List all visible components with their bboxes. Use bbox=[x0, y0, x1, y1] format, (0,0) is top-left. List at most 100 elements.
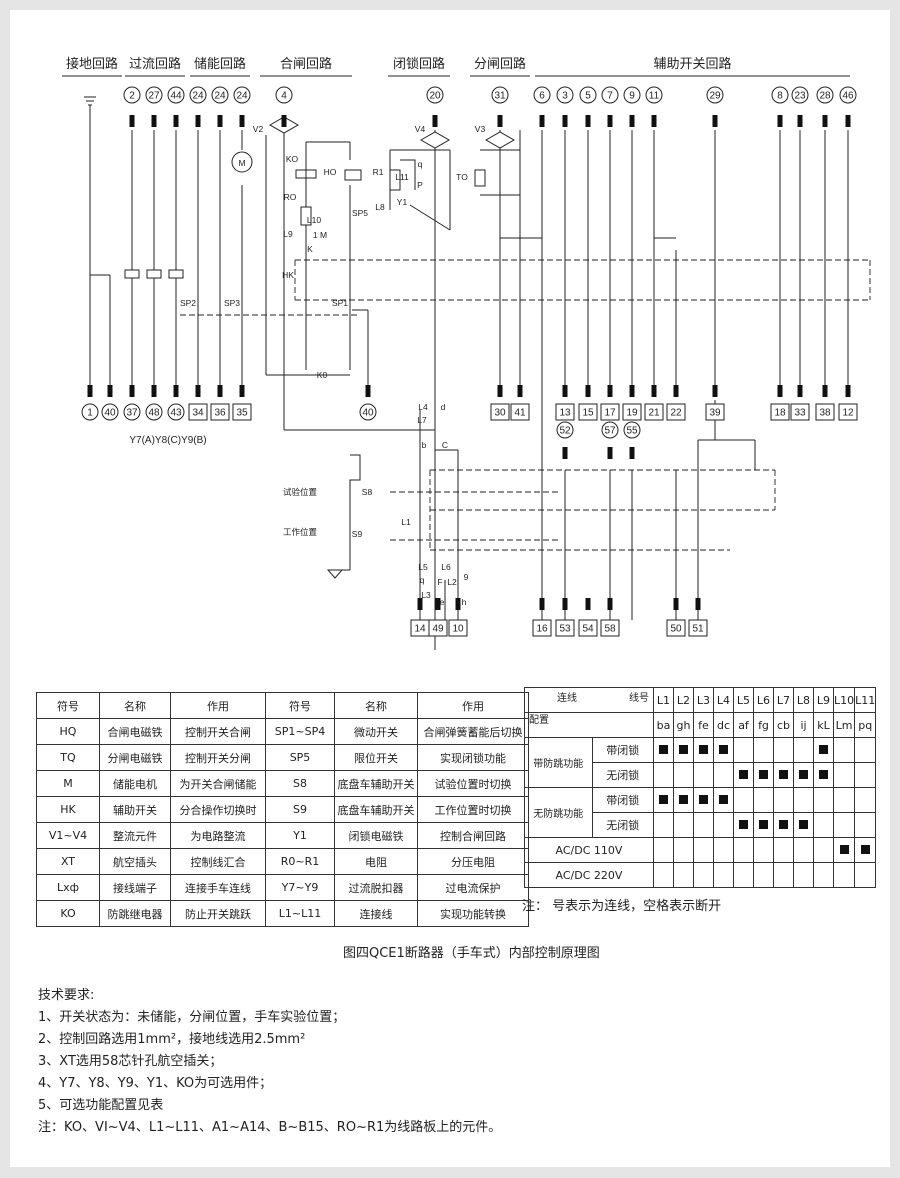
table-corner bbox=[524, 712, 654, 738]
terminal-number: 8 bbox=[777, 91, 783, 102]
plug-pin bbox=[673, 385, 679, 397]
plug-pin bbox=[712, 115, 718, 127]
terminal-number: 7 bbox=[607, 91, 613, 102]
group-label: 带防跳功能 bbox=[524, 737, 593, 788]
terminal-number: 57 bbox=[604, 426, 616, 437]
terminal-number: 24 bbox=[214, 91, 226, 102]
table-cell: 航空插头 bbox=[99, 848, 171, 875]
connection-mark bbox=[739, 819, 748, 829]
terminal-circle bbox=[791, 86, 809, 104]
mark-cell bbox=[673, 812, 694, 838]
mark-cell bbox=[713, 762, 734, 788]
mark-cell bbox=[693, 762, 714, 788]
connection-mark bbox=[719, 744, 728, 754]
plug-pin bbox=[562, 598, 568, 610]
mark-cell bbox=[673, 837, 694, 863]
line-code: cb bbox=[773, 712, 794, 738]
terminal-number: 21 bbox=[648, 408, 660, 419]
plug-pin bbox=[607, 598, 613, 610]
diagram-label: F bbox=[437, 577, 442, 587]
mark-cell bbox=[693, 837, 714, 863]
mark-cell bbox=[753, 837, 774, 863]
diagram-label: SP5 bbox=[352, 208, 368, 218]
terminal-circle bbox=[189, 86, 207, 104]
mark-cell bbox=[653, 762, 674, 788]
terminal-box bbox=[555, 619, 575, 637]
table-cell: Lxф bbox=[36, 874, 100, 901]
diagram-label: L3 bbox=[421, 590, 431, 600]
terminal-circle bbox=[771, 86, 789, 104]
terminal-number: 33 bbox=[794, 408, 806, 419]
plug-pin bbox=[281, 115, 287, 127]
diagram-label: 工作位置 bbox=[283, 527, 318, 537]
connection-mark bbox=[699, 794, 708, 804]
table-cell: 控制合闸回路 bbox=[417, 822, 529, 849]
terminal-number: 12 bbox=[842, 408, 854, 419]
terminal-number: 15 bbox=[582, 408, 594, 419]
plug-pin bbox=[539, 115, 545, 127]
plug-pin bbox=[497, 115, 503, 127]
table-cell: S9 bbox=[265, 796, 335, 823]
terminal-number: 24 bbox=[192, 91, 204, 102]
section-header: 分闸回路 bbox=[474, 56, 526, 71]
table-cell: S8 bbox=[265, 770, 335, 797]
plug-pin bbox=[585, 115, 591, 127]
mark-cell bbox=[813, 812, 834, 838]
diagram-label: d bbox=[441, 402, 446, 412]
terminal-number: 50 bbox=[670, 624, 682, 635]
line-number: L5 bbox=[733, 687, 754, 713]
connection-mark bbox=[759, 769, 768, 779]
table-header: 符号 bbox=[265, 692, 335, 719]
table-cell: 控制线汇合 bbox=[170, 848, 266, 875]
table-cell: 接线端子 bbox=[99, 874, 171, 901]
requirement-item: 注：KO、VI~V4、L1~L11、A1~A14、B~B15、RO~R1为线路板… bbox=[38, 1120, 502, 1135]
plug-pin bbox=[585, 385, 591, 397]
section-header: 闭锁回路 bbox=[393, 56, 445, 71]
diagram-label: L10 bbox=[307, 215, 321, 225]
mark-cell bbox=[854, 787, 877, 813]
requirement-item: 5、可选功能配置见表 bbox=[38, 1098, 164, 1113]
mark-cell bbox=[733, 737, 754, 763]
terminal-number: 29 bbox=[709, 91, 721, 102]
mark-cell bbox=[793, 812, 814, 838]
terminal-box bbox=[622, 403, 642, 421]
corner-top: 连线 bbox=[557, 693, 577, 704]
table-cell: SP1~SP4 bbox=[265, 718, 335, 745]
terminal-number: 51 bbox=[692, 624, 704, 635]
row-label: 带闭锁 bbox=[591, 787, 655, 813]
mark-cell bbox=[713, 837, 734, 863]
mark-cell bbox=[713, 787, 734, 813]
diagram-label: h bbox=[462, 597, 467, 607]
terminal-number: 11 bbox=[649, 91, 660, 102]
mark-cell bbox=[693, 812, 714, 838]
diagram-label: SP2 bbox=[180, 298, 196, 308]
plug-pin bbox=[239, 385, 245, 397]
terminal-number: 9 bbox=[629, 91, 635, 102]
table-cell: XT bbox=[36, 848, 100, 875]
terminal-number: 40 bbox=[362, 408, 374, 419]
plug-pin bbox=[239, 115, 245, 127]
terminal-number: 30 bbox=[494, 408, 506, 419]
terminal-box bbox=[428, 619, 448, 637]
plug-pin bbox=[845, 115, 851, 127]
line-number: L9 bbox=[813, 687, 834, 713]
corner-bottom: 配置 bbox=[529, 715, 549, 726]
plug-pin bbox=[562, 385, 568, 397]
diagram-label: L5 bbox=[418, 562, 428, 572]
terminal-number: 39 bbox=[709, 408, 721, 419]
plug-pin bbox=[195, 385, 201, 397]
mark-cell bbox=[854, 862, 877, 888]
mark-cell bbox=[832, 737, 856, 763]
line-code: ba bbox=[653, 712, 674, 738]
table-header: 作用 bbox=[417, 692, 529, 719]
mark-cell bbox=[854, 737, 877, 763]
section-header: 合闸回路 bbox=[280, 56, 332, 71]
row-label: 无闭锁 bbox=[591, 762, 655, 788]
diagram-label: 1 M bbox=[313, 230, 327, 240]
line-code: kL bbox=[813, 712, 834, 738]
mark-cell bbox=[653, 737, 674, 763]
plug-pin bbox=[173, 385, 179, 397]
diagram-label: L2 bbox=[447, 577, 457, 587]
